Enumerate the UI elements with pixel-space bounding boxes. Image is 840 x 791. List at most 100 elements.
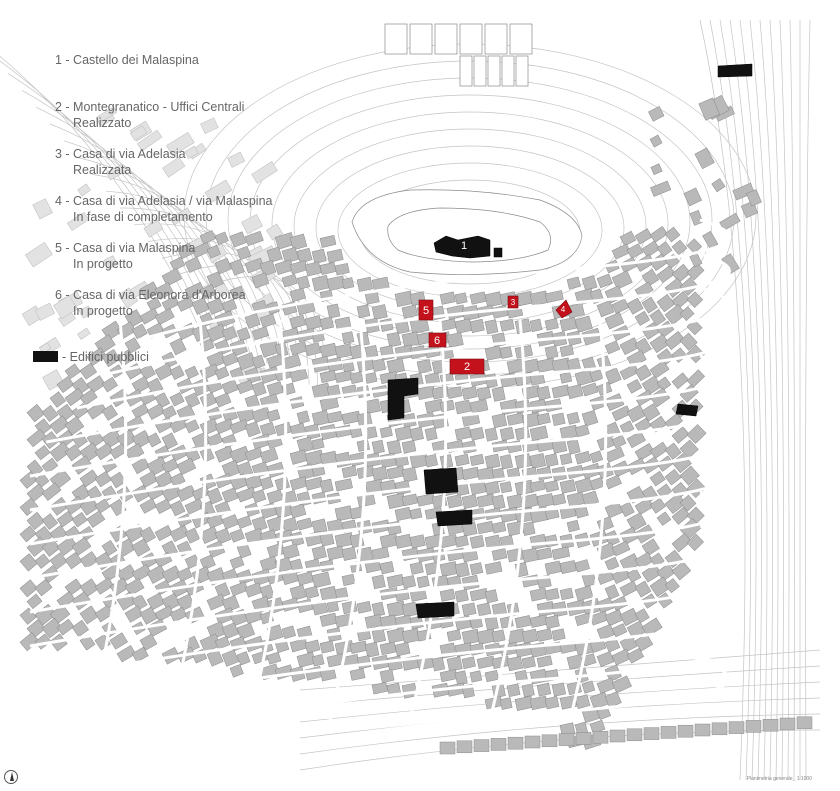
town-building bbox=[544, 696, 560, 710]
town-building bbox=[304, 639, 321, 654]
town-building bbox=[536, 628, 553, 642]
town-building bbox=[581, 680, 596, 694]
south-building bbox=[609, 729, 626, 743]
town-building bbox=[319, 369, 337, 383]
town-building bbox=[589, 477, 605, 491]
ridge-building bbox=[746, 189, 762, 207]
town-building bbox=[641, 564, 662, 583]
south-building bbox=[796, 716, 813, 730]
town-building bbox=[454, 426, 472, 441]
town-building bbox=[124, 605, 144, 623]
town-building bbox=[619, 230, 637, 247]
town-building bbox=[596, 677, 616, 694]
town-building bbox=[604, 340, 621, 355]
town-building bbox=[574, 424, 590, 438]
town-building bbox=[19, 497, 39, 517]
town-building bbox=[484, 480, 501, 495]
street bbox=[29, 592, 731, 716]
town-building bbox=[49, 391, 66, 408]
peripheral-building bbox=[34, 302, 56, 321]
town-building bbox=[559, 372, 573, 384]
town-building bbox=[371, 439, 385, 454]
town-building bbox=[334, 343, 353, 359]
town-building bbox=[461, 466, 480, 481]
town-building bbox=[454, 318, 473, 334]
town-building bbox=[656, 511, 672, 526]
south-building bbox=[575, 732, 592, 745]
town-building bbox=[116, 645, 137, 663]
town-building bbox=[611, 434, 627, 449]
town-building bbox=[274, 476, 290, 491]
town-building bbox=[169, 606, 188, 623]
town-building bbox=[649, 576, 671, 597]
town-building bbox=[364, 614, 383, 630]
public-buildings bbox=[387, 63, 753, 619]
town-building bbox=[679, 465, 700, 486]
town-building bbox=[686, 369, 706, 388]
town-building bbox=[71, 619, 90, 638]
town-building bbox=[184, 498, 205, 515]
town-building bbox=[671, 263, 691, 283]
town-building bbox=[86, 347, 107, 366]
town-building bbox=[641, 296, 658, 314]
town-building bbox=[649, 309, 666, 327]
town-building bbox=[319, 235, 337, 248]
town-building bbox=[191, 241, 212, 258]
town-building bbox=[86, 375, 106, 394]
contour-line bbox=[719, 19, 757, 781]
town-building bbox=[611, 540, 631, 557]
town-building bbox=[544, 588, 560, 601]
town-building bbox=[221, 622, 240, 640]
town-building bbox=[686, 533, 704, 551]
town-building bbox=[101, 539, 118, 557]
public-building-chapel-north bbox=[717, 63, 753, 78]
town-building bbox=[641, 375, 662, 396]
town-building bbox=[296, 410, 310, 424]
town-building bbox=[304, 261, 322, 277]
south-building bbox=[762, 718, 779, 732]
town-building bbox=[371, 304, 388, 320]
town-building bbox=[454, 399, 472, 415]
peripheral-building bbox=[24, 241, 53, 268]
town-building bbox=[574, 315, 593, 333]
town-building bbox=[686, 424, 707, 444]
town-building bbox=[499, 318, 515, 332]
town-building bbox=[379, 669, 395, 684]
ridge-building bbox=[694, 147, 715, 170]
town-building bbox=[319, 612, 338, 627]
town-building bbox=[214, 635, 231, 650]
town-building bbox=[221, 649, 240, 667]
town-building bbox=[439, 669, 458, 683]
town-building bbox=[604, 474, 622, 490]
town-building bbox=[221, 352, 239, 367]
town-building bbox=[634, 337, 652, 356]
south-building bbox=[728, 721, 745, 734]
town-building bbox=[559, 479, 577, 494]
town-building bbox=[229, 285, 245, 300]
town-building bbox=[626, 404, 646, 423]
town-building bbox=[184, 527, 201, 544]
town-building bbox=[544, 453, 559, 467]
town-building bbox=[536, 600, 556, 618]
town-building bbox=[326, 545, 345, 561]
town-building bbox=[229, 231, 247, 248]
town-building bbox=[454, 535, 469, 548]
town-building bbox=[484, 291, 503, 308]
town-building bbox=[641, 617, 663, 637]
town-building bbox=[221, 514, 240, 530]
town-building bbox=[94, 498, 111, 514]
town-building bbox=[679, 332, 698, 351]
peripheral-building bbox=[66, 211, 90, 231]
town-building bbox=[94, 577, 114, 595]
town-building bbox=[506, 493, 524, 510]
town-building bbox=[514, 453, 532, 469]
town-building bbox=[176, 242, 195, 260]
town-building bbox=[124, 337, 141, 354]
legend-item-status: In progetto bbox=[73, 304, 133, 318]
peripheral-building bbox=[170, 207, 192, 226]
town-building bbox=[229, 664, 244, 678]
town-building bbox=[296, 571, 314, 586]
south-building bbox=[711, 722, 728, 736]
town-building bbox=[79, 389, 98, 406]
town-building bbox=[581, 382, 599, 397]
